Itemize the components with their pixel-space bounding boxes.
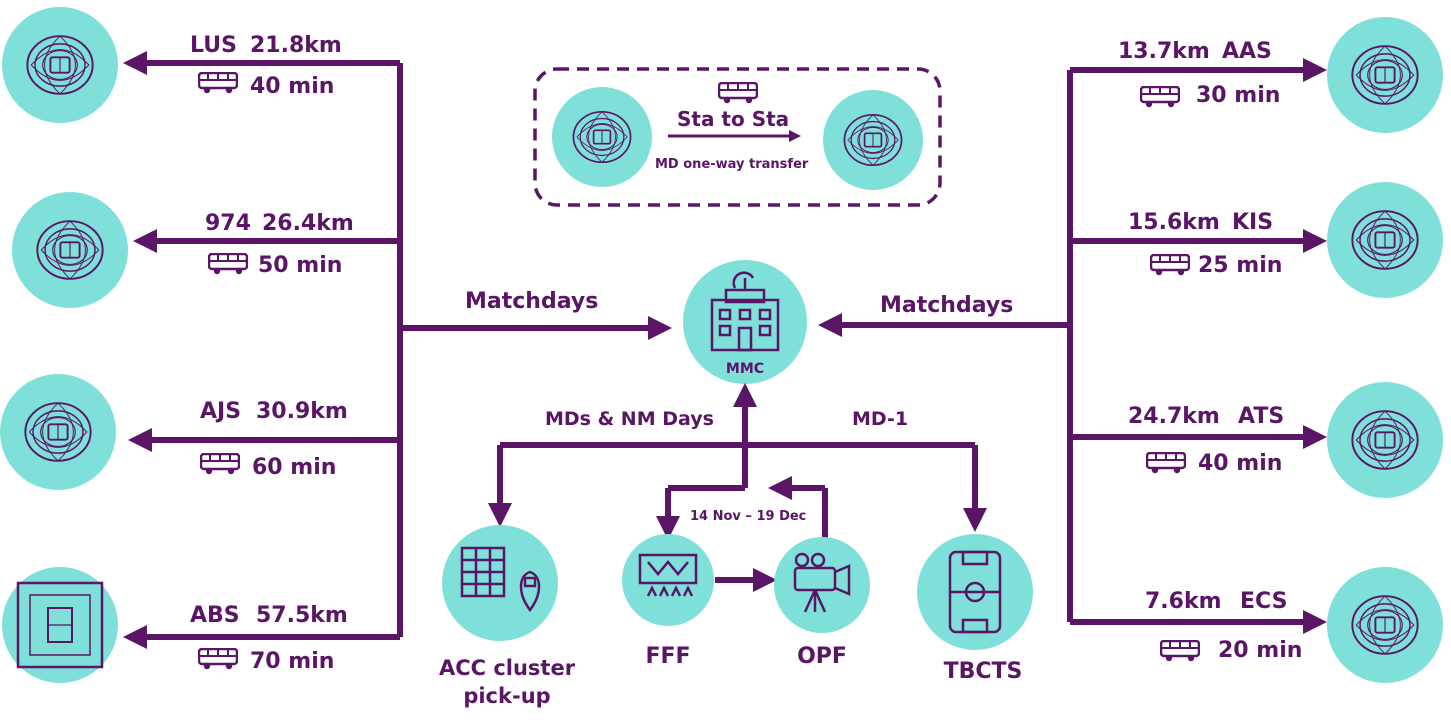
opf-label: OPF <box>797 644 847 669</box>
mmc-node: MMC <box>683 260 807 384</box>
974-code: 974 <box>205 211 251 236</box>
bus-icon <box>208 253 248 275</box>
tbcts-node: TBCTS <box>917 534 1033 684</box>
ats-time: 40 min <box>1198 451 1282 476</box>
bottom-connectors <box>488 383 987 592</box>
ajs-distance: 30.9km <box>256 399 348 424</box>
station-transfer-box: Sta to Sta MD one-way transfer <box>533 67 942 207</box>
aas-code: AAS <box>1222 39 1272 64</box>
ecs-time: 20 min <box>1218 638 1302 663</box>
aas-time: 30 min <box>1196 83 1280 108</box>
aas-distance: 13.7km <box>1118 39 1210 64</box>
ats-distance: 24.7km <box>1128 404 1220 429</box>
stadium-abs-icon <box>2 567 118 683</box>
ajs-code: AJS <box>200 399 241 424</box>
abs-time: 70 min <box>250 649 334 674</box>
stadium-974-icon <box>12 192 128 308</box>
video-camera-icon <box>793 552 851 613</box>
right-stadium-circles <box>1327 17 1443 683</box>
ecs-code: ECS <box>1240 589 1287 614</box>
right-labels: 13.7km AAS 30 min 15.6km KIS 25 min 24.7… <box>1118 39 1302 663</box>
lus-time: 40 min <box>250 74 334 99</box>
left-matchdays-label: Matchdays <box>465 289 598 314</box>
mmc-label: MMC <box>726 361 764 377</box>
transfer-title: Sta to Sta <box>677 107 789 131</box>
stadium-aas-icon <box>1327 17 1443 133</box>
abs-code: ABS <box>190 603 240 628</box>
stadium-ajs-icon <box>0 374 116 490</box>
left-labels: LUS 21.8km 40 min 974 26.4km 50 min AJS … <box>190 33 354 674</box>
974-distance: 26.4km <box>262 211 354 236</box>
974-time: 50 min <box>258 253 342 278</box>
mds-nm-days-label: MDs & NM Days <box>545 408 714 430</box>
transfer-subtitle: MD one-way transfer <box>655 157 809 172</box>
date-range-label: 14 Nov – 19 Dec <box>690 509 806 524</box>
ajs-time: 60 min <box>252 455 336 480</box>
building-location-icon <box>460 546 541 613</box>
ecs-distance: 7.6km <box>1145 589 1222 614</box>
kis-time: 25 min <box>1198 253 1282 278</box>
building-satellite-icon <box>710 271 780 352</box>
md-minus-1-label: MD-1 <box>852 408 908 430</box>
bus-icon <box>1146 452 1186 474</box>
bus-icon <box>1140 86 1180 108</box>
bus-icon <box>200 453 240 475</box>
stadium-ats-icon <box>1327 382 1443 498</box>
fff-node: FFF <box>622 534 714 669</box>
stadium-kis-icon <box>1327 182 1443 298</box>
football-pitch-icon <box>948 550 1002 634</box>
lus-distance: 21.8km <box>250 33 342 58</box>
kis-distance: 15.6km <box>1128 210 1220 235</box>
kis-code: KIS <box>1232 210 1273 235</box>
bus-icon <box>718 82 758 104</box>
opf-node: OPF <box>774 537 870 669</box>
left-stadium-circles <box>0 7 128 683</box>
ats-code: ATS <box>1238 404 1284 429</box>
bus-icon <box>198 648 238 670</box>
right-tree-lines <box>818 58 1327 634</box>
acc-label-line1: ACC cluster <box>439 656 576 680</box>
right-matchdays-label: Matchdays <box>880 293 1013 318</box>
acc-cluster-node: ACC cluster pick-up <box>439 525 576 708</box>
stadium-lus-icon <box>2 7 118 123</box>
stadium-ecs-icon <box>1327 567 1443 683</box>
acc-label-line2: pick-up <box>463 684 550 708</box>
fan-festival-stage-icon <box>638 553 698 597</box>
left-tree-lines <box>123 51 672 649</box>
fff-label: FFF <box>645 644 690 669</box>
bus-icon <box>1150 254 1190 276</box>
bus-icon <box>1160 640 1200 662</box>
abs-distance: 57.5km <box>256 603 348 628</box>
tbcts-label: TBCTS <box>944 659 1023 684</box>
bus-icon <box>198 72 238 94</box>
lus-code: LUS <box>190 33 237 58</box>
